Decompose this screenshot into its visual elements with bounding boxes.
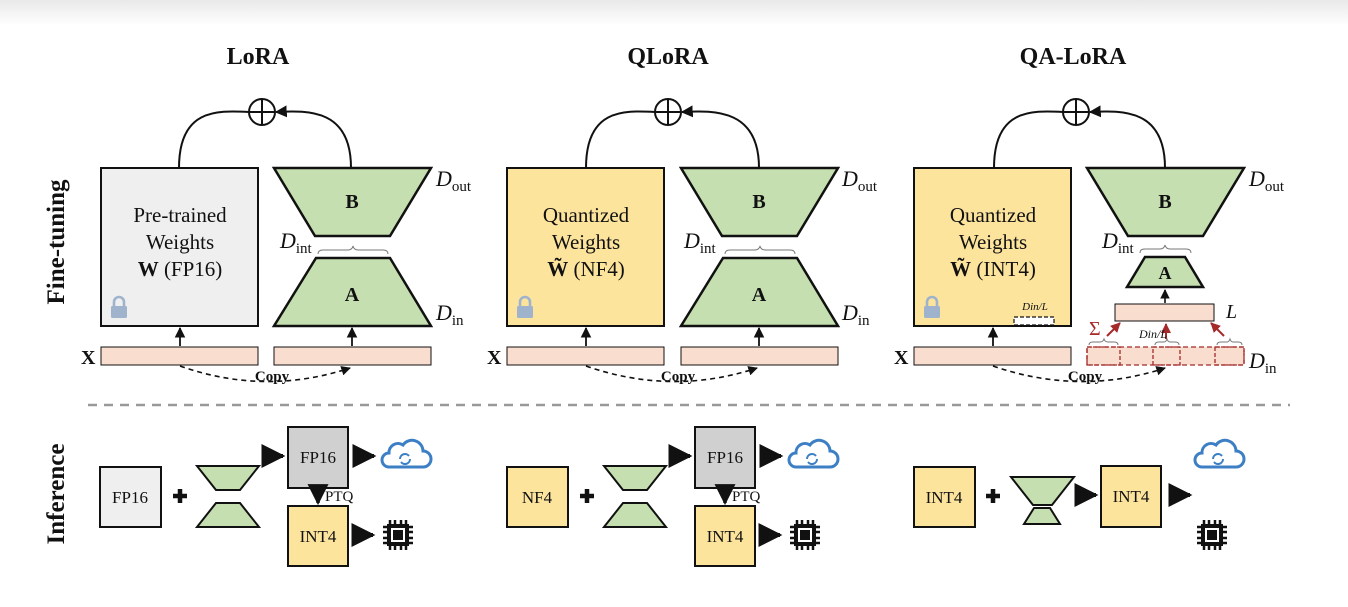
inference-base-label: INT4 bbox=[926, 488, 963, 507]
weights-line-1: Quantized bbox=[543, 203, 630, 227]
inference-base-box bbox=[99, 466, 162, 528]
adapter-b-label: B bbox=[1158, 191, 1171, 213]
x-label: X bbox=[81, 347, 96, 369]
adapter-b-label: B bbox=[752, 191, 765, 213]
weights-line-1: Quantized bbox=[950, 203, 1037, 227]
weights-line-2: Weights bbox=[146, 230, 214, 254]
adapter-a bbox=[678, 256, 841, 328]
adapter-a bbox=[1124, 255, 1206, 289]
ptq-label: PTQ bbox=[732, 489, 761, 505]
quantized-label: INT4 bbox=[707, 527, 744, 546]
inference-adapter-top bbox=[601, 465, 669, 491]
inference-base-label: FP16 bbox=[112, 488, 148, 507]
l-label: L bbox=[1225, 301, 1237, 323]
d-out-label: Dout bbox=[435, 166, 472, 195]
chip-icon bbox=[381, 518, 415, 552]
pretrained-weights-box bbox=[100, 167, 259, 327]
adapter-b bbox=[678, 166, 841, 238]
group-segment bbox=[1152, 346, 1181, 366]
circle-plus-icon bbox=[248, 98, 276, 126]
quantized-int4-box bbox=[694, 505, 756, 567]
inference-base-box bbox=[913, 466, 976, 528]
input-bar bbox=[100, 346, 259, 366]
copy-label: Copy bbox=[1068, 369, 1103, 385]
plus-icon bbox=[173, 489, 187, 503]
quantized-int4-box bbox=[287, 505, 349, 567]
weights-symbol-line: W (FP16) bbox=[138, 257, 223, 281]
panel-title: QA-LoRA bbox=[1020, 44, 1127, 70]
weights-line-2: Weights bbox=[552, 230, 620, 254]
ptq-label: PTQ bbox=[325, 489, 354, 505]
din-over-l-label: Din/L bbox=[1138, 327, 1167, 341]
adapter-a-label: A bbox=[752, 284, 767, 306]
input-bar-copy bbox=[1086, 346, 1245, 366]
group-segment bbox=[1086, 346, 1121, 366]
inference-base-label: NF4 bbox=[522, 488, 553, 507]
panel-qlora: QLoRA Quantized Weights W̃ (NF4) B A Dou… bbox=[487, 44, 878, 567]
adapter-b-label: B bbox=[345, 191, 358, 213]
d-in-label: Din bbox=[841, 300, 870, 329]
din-over-l-small: Din/L bbox=[1021, 301, 1048, 313]
d-out-label: Dout bbox=[1248, 166, 1285, 195]
weights-symbol-line: W̃ (NF4) bbox=[547, 257, 625, 281]
adapter-a bbox=[271, 256, 434, 328]
circle-plus-icon bbox=[1062, 98, 1090, 126]
weights-line-1: Pre-trained bbox=[133, 203, 227, 227]
inference-base-box bbox=[506, 466, 569, 528]
inference-adapter-top bbox=[1008, 476, 1077, 506]
group-dashed-box bbox=[1013, 316, 1055, 326]
d-int-label: Dint bbox=[279, 228, 313, 257]
plus-icon bbox=[580, 489, 594, 503]
chip-icon bbox=[788, 518, 822, 552]
input-bar bbox=[506, 346, 665, 366]
d-in-label: Din bbox=[435, 300, 464, 329]
fine-tuning-label: Fine-tuning bbox=[43, 179, 70, 305]
inference-adapter-bottom bbox=[1022, 507, 1062, 525]
panel-title: LoRA bbox=[227, 44, 290, 70]
d-int-label: Dint bbox=[1101, 228, 1135, 257]
quantized-weights-box bbox=[506, 167, 665, 327]
input-bar-copy bbox=[273, 346, 432, 366]
group-segment bbox=[1214, 346, 1245, 366]
inference-adapter-bottom bbox=[601, 502, 669, 528]
input-bar bbox=[913, 346, 1072, 366]
d-in-label: Din bbox=[1248, 348, 1277, 377]
cloud-sync-icon bbox=[380, 438, 433, 469]
merged-int4-box bbox=[1100, 465, 1162, 528]
weights-symbol-line: W̃ (INT4) bbox=[950, 257, 1036, 281]
panel-lora: LoRA Pre-trained Weights W (FP16) B A Do… bbox=[81, 44, 472, 567]
pooled-input-bar bbox=[1114, 303, 1215, 322]
adapter-b bbox=[271, 166, 434, 238]
merged-label: FP16 bbox=[707, 448, 743, 467]
copy-label: Copy bbox=[661, 369, 696, 385]
quantized-label: INT4 bbox=[300, 527, 337, 546]
d-int-label: Dint bbox=[683, 228, 717, 257]
x-label: X bbox=[487, 347, 502, 369]
sigma-label: Σ bbox=[1089, 318, 1101, 340]
inference-adapter-top bbox=[194, 465, 262, 491]
cloud-sync-icon bbox=[787, 438, 840, 469]
adapter-b bbox=[1084, 166, 1247, 238]
inference-label: Inference bbox=[43, 444, 70, 545]
copy-label: Copy bbox=[255, 369, 290, 385]
top-band bbox=[0, 0, 1348, 26]
x-label: X bbox=[894, 347, 909, 369]
panel-qa-lora: QA-LoRA Quantized Weights W̃ (INT4) Din/… bbox=[894, 44, 1285, 552]
d-out-label: Dout bbox=[841, 166, 878, 195]
input-bar-copy bbox=[680, 346, 839, 366]
plus-icon bbox=[986, 489, 1000, 503]
adapter-a-label: A bbox=[345, 284, 360, 306]
chip-icon bbox=[1195, 518, 1229, 552]
adapter-a-label: A bbox=[1159, 263, 1172, 283]
merged-label: FP16 bbox=[300, 448, 336, 467]
quantized-weights-box bbox=[913, 167, 1072, 327]
inference-adapter-bottom bbox=[194, 502, 262, 528]
circle-plus-icon bbox=[654, 98, 682, 126]
cloud-sync-icon bbox=[1193, 438, 1246, 469]
merged-label: INT4 bbox=[1113, 487, 1150, 506]
weights-line-2: Weights bbox=[959, 230, 1027, 254]
panel-title: QLoRA bbox=[627, 44, 709, 70]
